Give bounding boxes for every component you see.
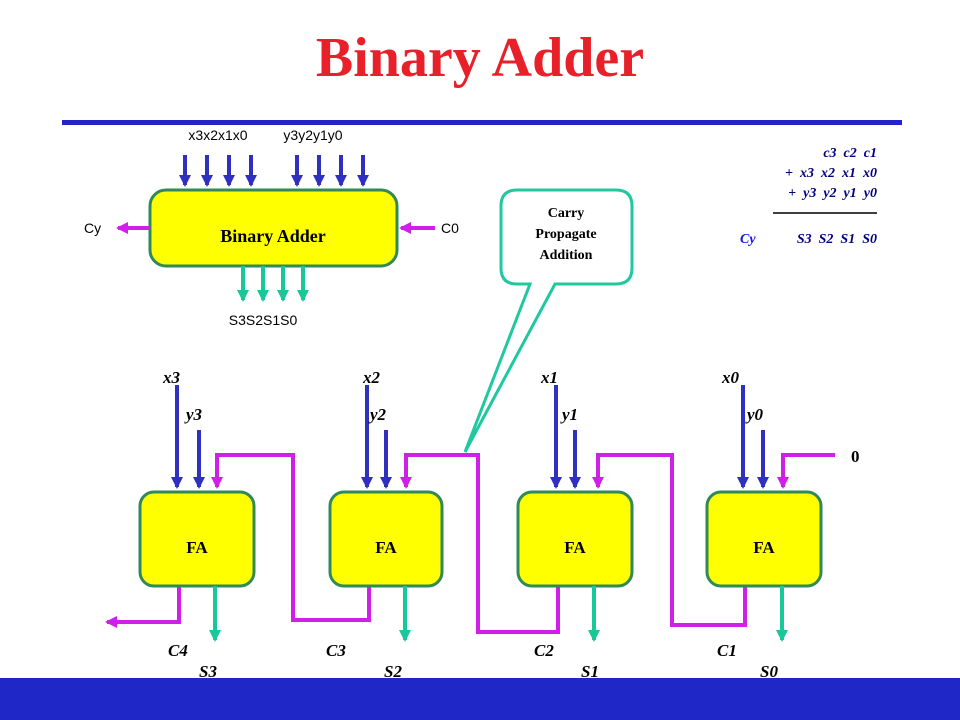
callout-line2: Propagate [535, 227, 596, 242]
block-carry-out-label: Cy [84, 220, 101, 236]
title-rule [62, 120, 902, 125]
block-input-x-arrows [179, 155, 257, 187]
equation-cy: Cy [740, 232, 756, 247]
fa0-carry-label: C1 [717, 641, 737, 660]
block-input-y-arrows [291, 155, 369, 187]
fa3-sum-label: S3 [199, 662, 217, 681]
fa2-block [328, 490, 444, 588]
fa2-x-label: x2 [362, 368, 381, 387]
fa2-y-label: y2 [368, 405, 387, 424]
equation-sum-row: S3 S2 S1 S0 [797, 232, 877, 247]
footer-bar [0, 678, 960, 720]
fa1-label: FA [564, 538, 586, 557]
slide-title: Binary Adder [315, 27, 645, 89]
callout-line3: Addition [540, 248, 593, 263]
equation-x-row: + x3 x2 x1 x0 [785, 166, 877, 181]
fa1-x-label: x1 [540, 368, 558, 387]
fa0-sum-label: S0 [760, 662, 778, 681]
fa0-x-label: x0 [721, 368, 740, 387]
fa1-carry-label: C2 [534, 641, 554, 660]
block-carry-in-label: C0 [441, 220, 459, 236]
block-sum-arrows [237, 266, 309, 302]
full-adder-1: FA x1 y1 C2 S1 [516, 368, 634, 681]
fa2-carry-label: C3 [326, 641, 346, 660]
carry-propagate-callout [463, 188, 634, 453]
fa2-label: FA [375, 538, 397, 557]
fa0-block [705, 490, 823, 588]
fa0-y-label: y0 [745, 405, 764, 424]
block-sum-label: S3S2S1S0 [229, 312, 298, 328]
binary-adder-block-label: Binary Adder [220, 226, 326, 246]
fa1-y-label: y1 [560, 405, 578, 424]
fa3-x-label: x3 [162, 368, 181, 387]
fa2-sum-label: S2 [384, 662, 402, 681]
block-input-y-label: y3y2y1y0 [283, 127, 342, 143]
fa3-y-label: y3 [184, 405, 203, 424]
full-adder-chain: FA x3 y3 C4 S3 FA x2 y2 C3 S2 FA x1 y1 [138, 368, 823, 681]
carry-in-zero: 0 [851, 447, 860, 466]
fa3-block [138, 490, 256, 588]
fa3-label: FA [186, 538, 208, 557]
callout-line1: Carry [548, 206, 585, 221]
fa1-sum-label: S1 [581, 662, 599, 681]
full-adder-2: FA x2 y2 C3 S2 [326, 368, 444, 681]
fa3-carry-label: C4 [168, 641, 188, 660]
carry-chain-wires [105, 453, 835, 634]
fa0-label: FA [753, 538, 775, 557]
full-adder-3: FA x3 y3 C4 S3 [138, 368, 256, 681]
full-adder-0: FA x0 y0 C1 S0 [705, 368, 823, 681]
block-input-x-label: x3x2x1x0 [188, 127, 247, 143]
equation-y-row: + y3 y2 y1 y0 [788, 186, 877, 201]
addition-equation: c3 c2 c1 + x3 x2 x1 x0 + y3 y2 y1 y0 S3 … [740, 146, 877, 247]
fa1-block [516, 490, 634, 588]
equation-carry-row: c3 c2 c1 [823, 146, 877, 161]
